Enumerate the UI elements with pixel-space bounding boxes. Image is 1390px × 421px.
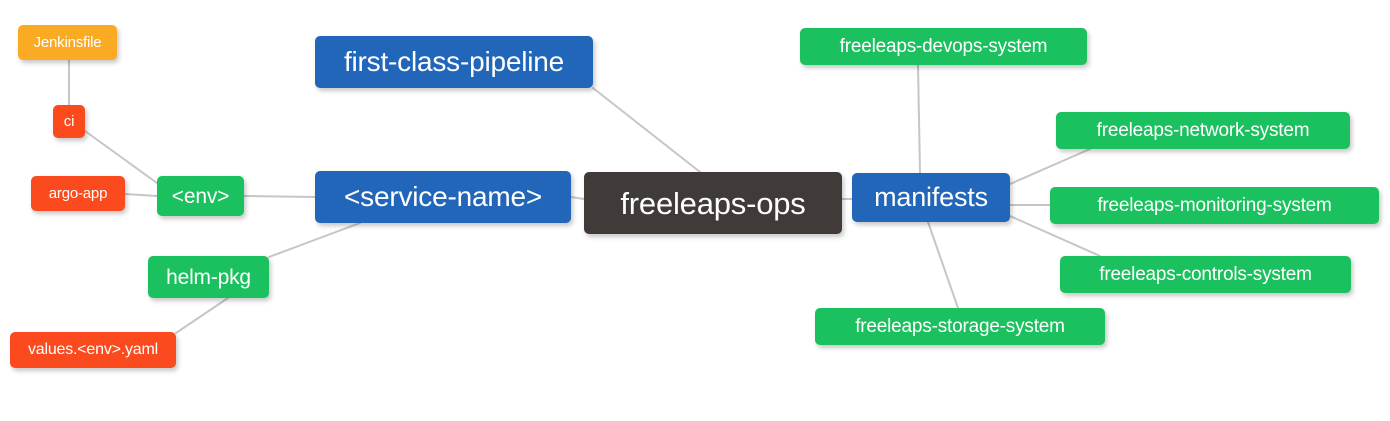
edge-service-name-to-freeleaps-ops [570,196,585,200]
node-freeleaps-monitoring-system[interactable]: freeleaps-monitoring-system [1050,187,1379,224]
node-label-jenkinsfile: Jenkinsfile [33,34,102,51]
node-freeleaps-network-system[interactable]: freeleaps-network-system [1056,112,1350,149]
edge-values-env-yaml-to-helm-pkg [175,297,229,334]
node-label-values-env-yaml: values.<env>.yaml [27,341,158,358]
node-service-name[interactable]: <service-name> [315,171,571,223]
node-label-argo-app: argo-app [48,185,108,202]
node-manifests[interactable]: manifests [852,173,1010,222]
node-label-freeleaps-ops: freeleaps-ops [620,185,806,221]
node-label-service-name: <service-name> [344,181,542,212]
edge-helm-pkg-to-service-name [268,222,361,258]
node-env[interactable]: <env> [157,176,244,216]
edge-argo-app-to-env [124,193,158,197]
node-label-first-class-pipeline: first-class-pipeline [343,46,565,77]
node-first-class-pipeline[interactable]: first-class-pipeline [315,36,593,88]
node-label-helm-pkg: helm-pkg [166,265,251,289]
node-ci[interactable]: ci [53,105,85,138]
node-freeleaps-storage-system[interactable]: freeleaps-storage-system [815,308,1105,345]
node-label-freeleaps-devops-system: freeleaps-devops-system [839,36,1048,57]
node-label-ci: ci [63,113,75,130]
node-values-env-yaml[interactable]: values.<env>.yaml [10,332,176,368]
node-label-env: <env> [171,184,230,208]
edge-manifests-to-freeleaps-devops-system [917,64,921,174]
node-label-freeleaps-storage-system: freeleaps-storage-system [855,316,1065,337]
node-label-freeleaps-controls-system: freeleaps-controls-system [1099,264,1312,285]
node-label-freeleaps-monitoring-system: freeleaps-monitoring-system [1097,195,1332,216]
node-freeleaps-devops-system[interactable]: freeleaps-devops-system [800,28,1087,65]
node-jenkinsfile[interactable]: Jenkinsfile [18,25,117,60]
edge-manifests-to-freeleaps-network-system [1009,148,1091,185]
node-helm-pkg[interactable]: helm-pkg [148,256,269,298]
edge-first-class-pipeline-to-freeleaps-ops [592,87,701,173]
edge-manifests-to-freeleaps-storage-system [927,221,959,309]
edge-env-to-service-name [243,195,316,198]
node-label-manifests: manifests [874,182,988,212]
node-freeleaps-ops[interactable]: freeleaps-ops [584,172,842,234]
node-freeleaps-controls-system[interactable]: freeleaps-controls-system [1060,256,1351,293]
node-label-freeleaps-network-system: freeleaps-network-system [1096,120,1310,141]
node-argo-app[interactable]: argo-app [31,176,125,211]
